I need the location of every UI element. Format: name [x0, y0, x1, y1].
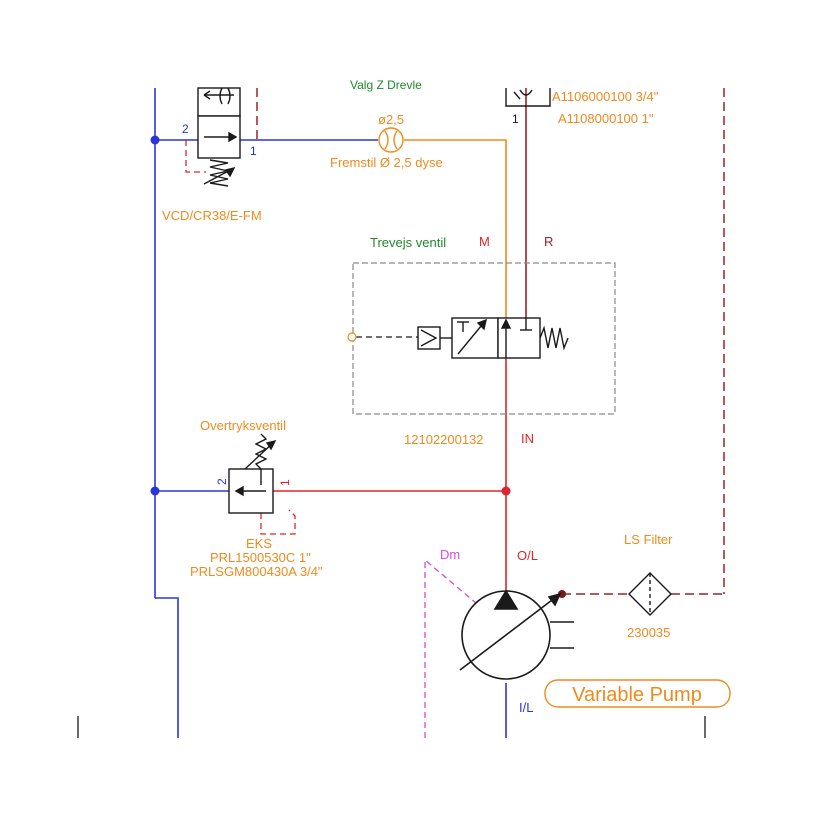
relief-valve-symbol [228, 433, 277, 514]
port-2-relief-label: 2 [215, 478, 229, 485]
filter-part-label: 230035 [627, 625, 670, 640]
port-1-right-label: 1 [512, 112, 519, 126]
part-a-label: A1106000100 3/4" [552, 89, 659, 104]
port-m-label: M [479, 234, 490, 249]
junction-dot-relief [150, 486, 160, 496]
red-pressure-lines [273, 358, 507, 592]
relief-part-b-label: PRLSGM800430A 3/4" [190, 564, 323, 579]
three-way-part-label: 12102200132 [404, 432, 484, 447]
three-way-title: Trevejs ventil [370, 235, 446, 250]
dashed-magenta-drain [424, 558, 477, 738]
outlet-label: O/L [517, 548, 538, 563]
relief-type-label: EKS [246, 536, 272, 551]
dashed-red-valve-drain [185, 140, 296, 535]
junction-dot-pressure [501, 486, 511, 496]
port-1-top-label: 1 [250, 144, 257, 158]
pilot-port-circle [347, 332, 357, 342]
filter-title: LS Filter [624, 532, 673, 547]
orifice-size-label: ø2,5 [378, 112, 404, 127]
blue-return-lines [154, 88, 507, 738]
drain-label: Dm [440, 547, 460, 562]
dashed-ls-line [256, 88, 725, 595]
relief-title: Overtryksventil [200, 418, 286, 433]
ls-filter-symbol [628, 572, 672, 616]
port-in-label: IN [521, 431, 534, 446]
orange-pilot-line [404, 139, 507, 318]
variable-pump-symbol [459, 589, 574, 680]
relief-part-a-label: PRL1500530C 1" [210, 550, 311, 565]
orifice-symbol [378, 127, 404, 153]
top-cut-label: Valg Z Drevle [350, 78, 422, 92]
port-r-label: R [544, 234, 553, 249]
variable-pump-tag: Variable Pump [544, 679, 731, 708]
ls-port-dot [558, 590, 566, 598]
inlet-label: I/L [519, 700, 533, 715]
top-valve-symbol [197, 87, 241, 187]
port-2-top-label: 2 [182, 122, 189, 136]
port-1-relief-label: 1 [278, 479, 292, 486]
orifice-desc-label: Fremstil Ø 2,5 dyse [330, 155, 443, 170]
three-way-valve-symbol [417, 317, 569, 359]
top-valve-ref: VCD/CR38/E-FM [162, 208, 262, 223]
top-right-valve-symbol [505, 88, 551, 107]
part-b-label: A1108000100 1" [558, 111, 654, 126]
variable-pump-label: Variable Pump [572, 684, 702, 706]
junction-dot-top [150, 135, 160, 145]
